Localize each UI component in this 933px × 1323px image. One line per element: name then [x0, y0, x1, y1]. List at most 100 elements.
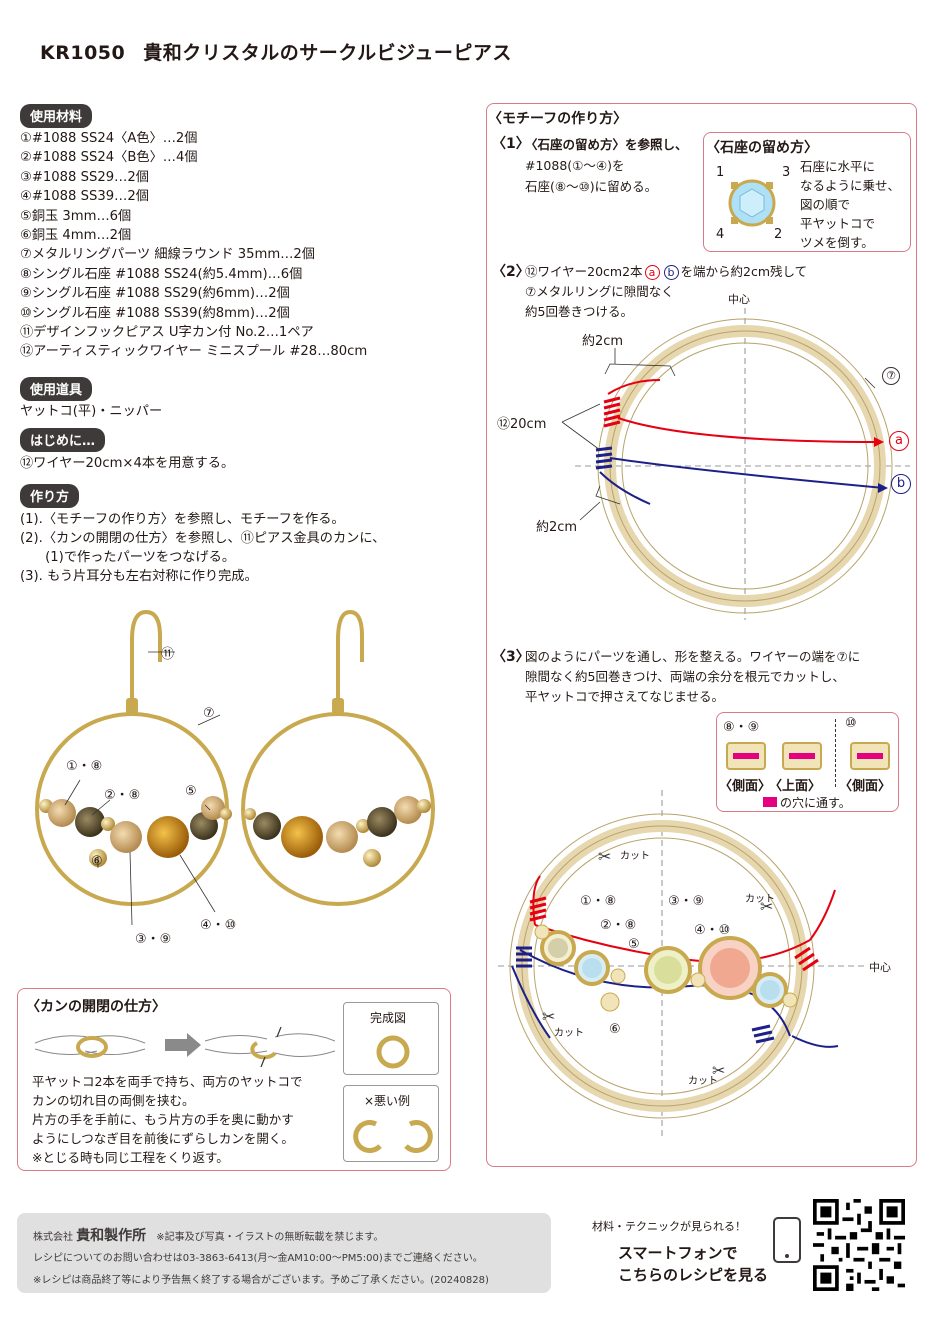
smartphone-icon — [773, 1217, 801, 1263]
cut-label: カット — [620, 851, 650, 862]
material-item: ⑦メタルリングパーツ 細線ラウンド 35mm…2個 — [20, 247, 315, 263]
closed-ring-icon — [376, 1035, 410, 1069]
material-item: ③#1088 SS29…2個 — [20, 169, 149, 185]
product-title: 貴和クリスタルのサークルビジューピアス — [143, 42, 512, 64]
step3-label-5: ⑤ — [628, 937, 640, 952]
step2-cm-top: 約2cm — [582, 334, 624, 349]
kan-instructions: 平ヤットコ2本を両手で持ち、両方のヤットコで カンの切れ目の両側を挟む。 片方の… — [32, 1074, 303, 1165]
material-item: ①#1088 SS24〈A色〉…2個 — [20, 131, 198, 146]
bead — [220, 808, 232, 820]
stone — [75, 807, 105, 837]
step3-text: 図のようにパーツを通し、形を整える。ワイヤーの端を⑦に 隙間なく約5回巻きつけ、… — [525, 649, 861, 704]
motif-box — [486, 103, 917, 1167]
hook-loop-left — [126, 698, 138, 714]
step3-label-6: ⑥ — [609, 1022, 621, 1037]
hook-loop-right — [332, 698, 344, 714]
setting-callout: 〈石座の留め方〉 1 3 4 2 石座に水平に なるように乗せ、 図の順で 平ヤ… — [703, 132, 911, 252]
howto-step: (3). もう片耳分も左右対称に作り完成。 — [20, 569, 258, 584]
scissors-icon: ✂ — [760, 897, 773, 916]
step1-text: 〈石座の留め方〉を参照し、 #1088(①〜④)を 石座(⑧〜⑩)に留める。 — [525, 137, 688, 194]
material-item: ⑫アーティスティックワイヤー ミニスプール #28…80cm — [20, 344, 368, 360]
intro-badge: はじめに… — [20, 428, 106, 452]
cut-label: カット — [745, 894, 775, 905]
photo-label-2-8: ②・⑧ — [104, 788, 141, 803]
smartphone-tagline: 材料・テクニックが見られる！ — [592, 1220, 746, 1233]
material-item: ⑧シングル石座 #1088 SS24(約5.4mm)…6個 — [20, 266, 303, 282]
stone — [367, 807, 397, 837]
materials-list: ①#1088 SS24〈A色〉…2個 ②#1088 SS24〈B色〉…4個 ③#… — [20, 129, 367, 362]
hook-left — [130, 609, 162, 702]
footer: 株式会社 貴和製作所 ※記事及び写真・イラストの無断転載を禁じます。 レシピにつ… — [17, 1213, 551, 1293]
bead — [363, 849, 381, 867]
step2-ring-label: ⑦ — [882, 367, 900, 385]
step2-cm-bottom: 約2cm — [536, 520, 578, 535]
cut-label: カット — [554, 1028, 584, 1039]
scissors-icon: ✂ — [542, 1007, 555, 1026]
arrow-icon — [165, 1033, 201, 1057]
setting-title: 〈石座の留め方〉 — [706, 140, 818, 156]
setting-text: 石座に水平に なるように乗せ、 図の順で 平ヤットコで ツメを倒す。 — [800, 159, 901, 250]
tools-text: ヤットコ(平)・ニッパー — [20, 404, 163, 419]
photo-label-hook: ⑪ — [161, 647, 175, 662]
step3-label-1-8: ①・⑧ — [580, 894, 617, 909]
howto-step: (1)で作ったパーツをつなげる。 — [20, 550, 236, 565]
materials-badge: 使用材料 — [20, 104, 93, 128]
howto-step: (1).〈モチーフの作り方〉を参照し、モチーフを作る。 — [20, 512, 345, 527]
step3-label-4-10: ④・⑩ — [694, 923, 731, 938]
bead — [356, 819, 370, 833]
bad-example-box: ×悪い例 — [343, 1085, 439, 1162]
page-title: KR1050 貴和クリスタルのサークルビジューピアス — [40, 38, 512, 65]
material-item: ②#1088 SS24〈B色〉…4個 — [20, 150, 198, 166]
bad-label: ×悪い例 — [364, 1094, 411, 1108]
kan-illustration — [35, 1026, 335, 1068]
step2-label-b: b — [891, 474, 911, 494]
ring-right — [241, 712, 435, 906]
material-item: ⑥銅玉 4mm…2個 — [20, 228, 132, 244]
howto-badge: 作り方 — [20, 484, 80, 508]
hole-callout: ⑧・⑨ ⑩ 〈側面〉 〈上面〉 〈側面〉 の穴に通す。 — [716, 712, 899, 812]
material-item: ⑤銅玉 3mm…6個 — [20, 208, 132, 224]
notice-line: ※レシピは商品終了等により予告無く終了する場合がございます。予めご了承ください。… — [33, 1275, 489, 1286]
step2-num: 〈2〉 — [492, 264, 530, 280]
hole-note: の穴に通す。 — [763, 794, 851, 811]
stone — [48, 799, 76, 827]
stone — [281, 816, 323, 858]
setting-diagram — [728, 179, 776, 227]
stone — [201, 796, 225, 820]
tools-badge: 使用道具 — [20, 377, 93, 401]
product-code: KR1050 — [40, 42, 126, 64]
photo-label-ring: ⑦ — [203, 706, 215, 721]
bead — [101, 817, 115, 831]
step2-wire-label: ⑫20cm — [497, 417, 547, 432]
material-item: ④#1088 SS39…2個 — [20, 189, 149, 205]
step3-center-label: 中心 — [869, 961, 891, 974]
qr-code[interactable] — [813, 1199, 905, 1291]
hook-right — [336, 609, 364, 702]
stone — [326, 821, 358, 853]
step1-num: 〈1〉 — [492, 136, 530, 152]
smartphone-cta[interactable]: スマートフォンで こちらのレシピを見る — [618, 1244, 769, 1284]
step3-diagram: ✂ ✂ ✂ ✂ — [498, 790, 865, 1140]
kan-box — [17, 988, 451, 1171]
photo-label-6: ⑥ — [91, 854, 103, 869]
motif-title: 〈モチーフの作り方〉 — [488, 111, 628, 127]
stone — [147, 816, 189, 858]
photo-label-4-10: ④・⑩ — [200, 918, 237, 933]
cut-label: カット — [688, 1076, 718, 1087]
stone — [253, 812, 281, 840]
intro-text: ⑫ワイヤー20cm×4本を用意する。 — [20, 456, 235, 471]
scissors-icon: ✂ — [712, 1061, 725, 1080]
complete-label: 完成図 — [370, 1011, 407, 1025]
step2-label-a: a — [889, 431, 909, 451]
bead — [244, 808, 256, 820]
company-line: 株式会社 貴和製作所 ※記事及び写真・イラストの無断転載を禁じます。 — [33, 1228, 384, 1244]
photo-label-3-9: ③・⑨ — [135, 932, 172, 947]
photo-label-5: ⑤ — [185, 784, 197, 799]
step3-label-2-8: ②・⑧ — [600, 918, 637, 933]
company-name: 貴和製作所 — [76, 1228, 147, 1244]
material-item: ⑪デザインフックピアス U字カン付 No.2…1ペア — [20, 325, 314, 341]
setting-views — [726, 742, 890, 770]
step3-label-3-9: ③・⑨ — [668, 894, 705, 909]
contact-line: レシピについてのお問い合わせは03-3863-6413(月〜金AM10:00〜P… — [33, 1253, 483, 1264]
